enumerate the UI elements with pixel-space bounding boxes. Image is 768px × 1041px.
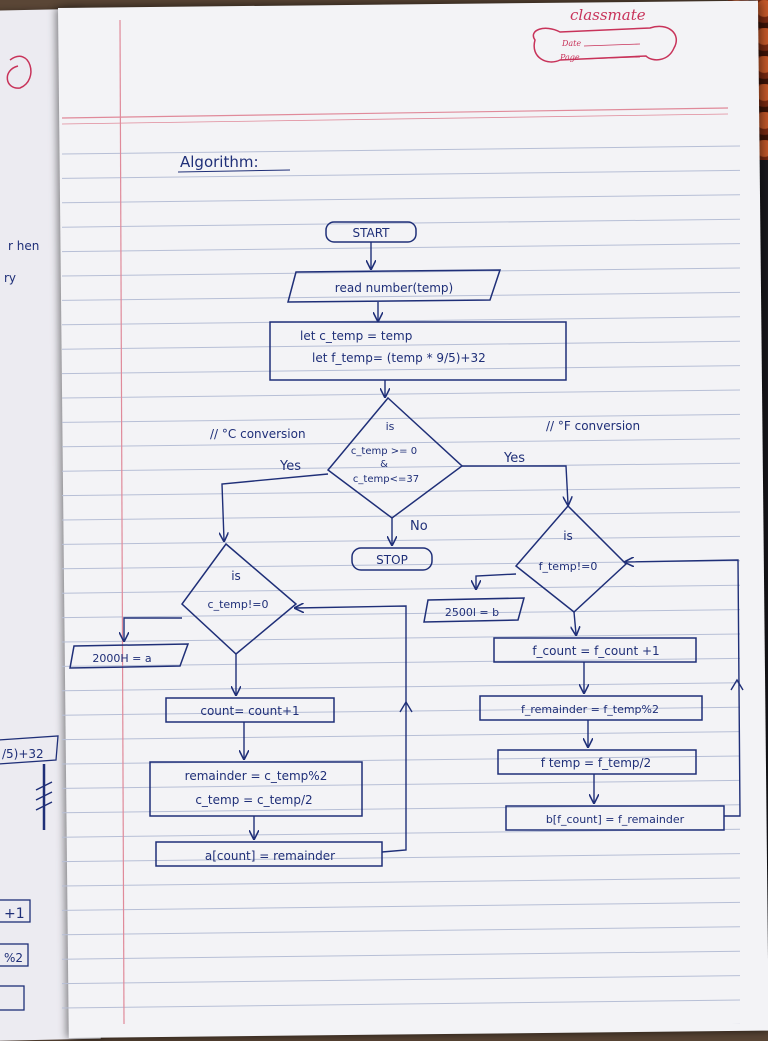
ruled-line [61, 267, 741, 277]
ruled-line [61, 731, 741, 741]
ruled-lines [61, 145, 741, 1024]
ruled-line [61, 853, 741, 863]
count-inc-box [165, 697, 335, 723]
f-remainder-box [479, 695, 703, 721]
addr-b-box [423, 597, 525, 623]
page-label: Page [559, 53, 580, 62]
ruled-line [61, 389, 741, 399]
arrow-yes-left [222, 473, 329, 540]
count-inc-label: count= count+1 [200, 704, 299, 718]
read-input-box [287, 269, 502, 303]
assign-c-label: let c_temp = temp [300, 329, 412, 343]
ruled-line [61, 609, 741, 619]
ruled-line [61, 194, 741, 204]
ruled-line [61, 926, 741, 936]
store-b-label: b[f_count] = f_remainder [546, 813, 685, 826]
store-b-box [505, 805, 725, 831]
classmate-logo: classmate Date Page [532, 6, 677, 63]
yes-right-label: Yes [503, 451, 525, 466]
ruled-line [61, 218, 741, 228]
ruled-line [61, 145, 741, 155]
f-div-label: f temp = f_temp/2 [541, 756, 651, 770]
stop-terminal [351, 547, 433, 571]
ruled-line [61, 779, 741, 789]
margin-line-top-2 [61, 113, 729, 125]
ruled-line [61, 511, 741, 521]
ruled-line [61, 169, 741, 179]
c-div-label: c_temp = c_temp/2 [195, 793, 312, 807]
fragment-1: r hen [8, 239, 39, 253]
ruled-line [61, 291, 741, 301]
margin-line-vertical [119, 19, 125, 1024]
ruled-line [61, 413, 741, 423]
decision-is-label: is [386, 420, 395, 433]
arrow-f-to-count [574, 611, 576, 634]
ruled-line [61, 657, 741, 667]
ruled-line [61, 535, 741, 545]
arrow-yes-right [462, 465, 568, 504]
loop-back-c-top [296, 606, 407, 720]
f-is-label: is [563, 529, 573, 543]
decision-line2: & [380, 459, 388, 470]
fragment-2: ry [4, 271, 16, 285]
remainder-box [149, 761, 363, 817]
brand-text: classmate [570, 6, 646, 24]
title: Algorithm: [180, 153, 259, 171]
loop-back-c [381, 720, 407, 853]
ruled-line [61, 682, 741, 692]
yes-left-label: Yes [279, 459, 301, 474]
f-nonzero-label: f_temp!=0 [539, 560, 598, 573]
f-nonzero-diamond [514, 504, 628, 613]
store-a-label: a[count] = remainder [205, 849, 335, 863]
ruled-line [61, 999, 741, 1009]
ruled-line [61, 365, 741, 375]
ruled-line [61, 487, 741, 497]
ruled-line [61, 438, 741, 448]
decision-line1: c_temp >= 0 [351, 446, 417, 457]
ruled-line [61, 877, 741, 887]
remainder-label: remainder = c_temp%2 [185, 769, 328, 783]
f-conversion-comment: // °F conversion [546, 419, 640, 433]
assign-box [269, 321, 567, 381]
range-decision-diamond [326, 396, 464, 519]
addr-b-label: 2500l = b [445, 606, 499, 619]
stop-label: STOP [376, 553, 408, 567]
date-label: Date [561, 39, 581, 48]
arrow-f-to-addr [476, 573, 517, 588]
ruled-line [61, 316, 741, 326]
assign-f-label: let f_temp= (temp * 9/5)+32 [312, 351, 486, 365]
c-conversion-comment: // °C conversion [210, 427, 306, 441]
no-label: No [410, 519, 428, 534]
ruled-line [61, 340, 741, 350]
ruled-line [61, 462, 741, 472]
ruled-line [61, 243, 741, 253]
fragment-3: /5)+32 [2, 747, 44, 761]
ruled-line [61, 584, 741, 594]
addr-a-label: 2000H = a [92, 652, 151, 665]
left-page-fragments: r hen ry /5)+32 +1 %2 [0, 55, 59, 1011]
store-a-box [155, 841, 383, 867]
margin-line-top [61, 107, 729, 119]
loop-back-f [626, 560, 741, 817]
ruled-line [61, 950, 741, 960]
c-nonzero-label: c_temp!=0 [208, 598, 269, 611]
addr-a-box [69, 643, 190, 669]
fragment-4: +1 [4, 906, 25, 922]
c-is-label: is [231, 569, 241, 583]
decision-line3: c_temp<=37 [353, 474, 419, 485]
ruled-line [61, 901, 741, 911]
ruled-line [61, 975, 741, 985]
read-label: read number(temp) [335, 281, 453, 295]
f-remainder-label: f_remainder = f_temp%2 [521, 703, 659, 716]
fragment-5: %2 [4, 951, 23, 965]
f-count-box [493, 637, 697, 663]
ruled-line [61, 633, 741, 643]
f-count-label: f_count = f_count +1 [532, 644, 659, 658]
f-div-box [497, 749, 697, 775]
arrow-c-to-addr [124, 617, 182, 640]
start-label: START [352, 226, 390, 240]
